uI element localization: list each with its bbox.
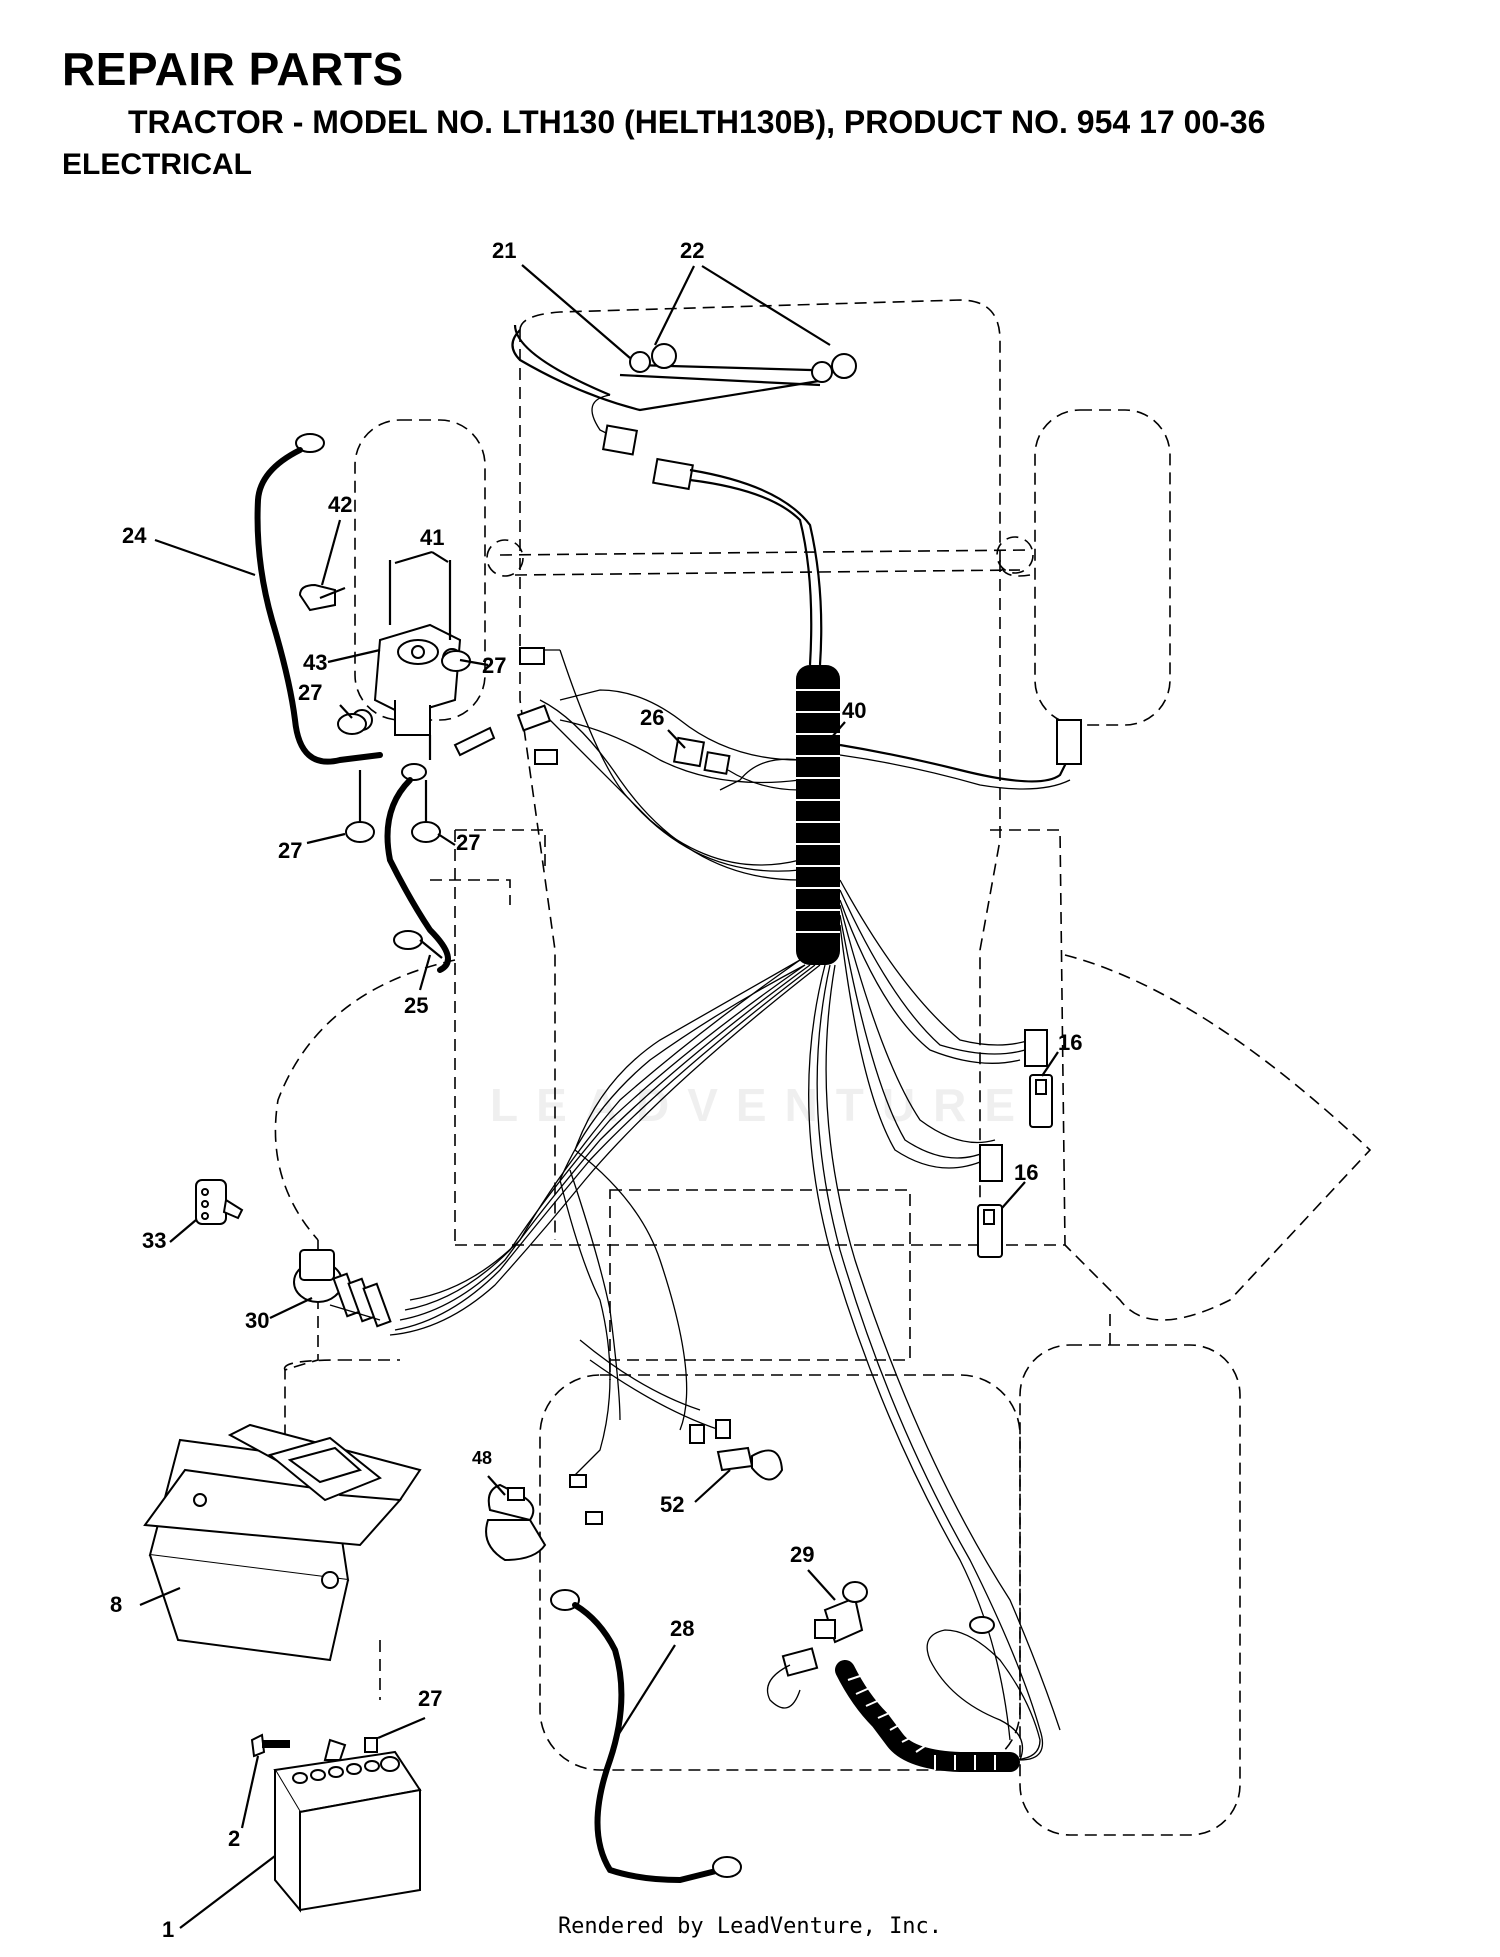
nuts-27 [337,650,471,843]
bulb-52 [716,1446,784,1481]
coiled-harness [835,1616,1041,1772]
page-title: REPAIR PARTS [62,43,404,95]
page-subtitle: TRACTOR - MODEL NO. LTH130 (HELTH130B), … [128,104,1266,140]
cable-24 [254,433,383,765]
footer-credit: Rendered by LeadVenture, Inc. [557,1914,943,1939]
section-title: ELECTRICAL [62,148,252,181]
callout-30: 30 [245,1308,269,1333]
key-33 [195,1179,244,1225]
cable-28 [550,1589,742,1884]
battery-box-8 [143,1423,422,1662]
callout-33: 33 [142,1228,166,1253]
callout-1: 1 [162,1917,174,1942]
callout-29: 29 [790,1542,814,1567]
battery-1 [273,1738,422,1913]
leader-lines [139,264,1059,1929]
callout-40: 40 [842,698,866,723]
callout-42: 42 [328,492,352,517]
callouts: 21 22 24 42 41 43 27 27 27 27 26 40 25 1… [110,238,1082,1942]
callout-27-right: 27 [482,653,506,678]
seat-switch-29 [766,1581,868,1709]
callout-52: 52 [660,1492,684,1517]
ignition-switch-30 [293,1249,392,1328]
callout-27-lower-right: 27 [456,830,480,855]
harness-loom [796,665,840,965]
callout-2: 2 [228,1826,240,1851]
switches-16 [977,1074,1053,1258]
callout-24: 24 [122,523,147,548]
callout-48: 48 [472,1448,492,1468]
headlight-harness [511,324,857,491]
callout-16-lower: 16 [1014,1160,1038,1185]
main-harness [389,468,1082,1761]
bulb-48 [485,1483,547,1562]
callout-27-lower-left: 27 [278,838,302,863]
callout-41: 41 [420,525,444,550]
callout-25: 25 [404,993,428,1018]
callout-22: 22 [680,238,704,263]
callout-27-battery: 27 [418,1686,442,1711]
callout-28: 28 [670,1616,694,1641]
tractor-outline [274,299,1372,1836]
cable-25 [384,726,496,973]
callout-26: 26 [640,705,664,730]
bolt-2 [250,1733,378,1758]
callout-21: 21 [492,238,516,263]
callout-43: 43 [303,650,327,675]
callout-16-upper: 16 [1058,1030,1082,1055]
callout-8: 8 [110,1592,122,1617]
callout-27-left: 27 [298,680,322,705]
watermark: LEADVENTURE [490,1079,1034,1131]
